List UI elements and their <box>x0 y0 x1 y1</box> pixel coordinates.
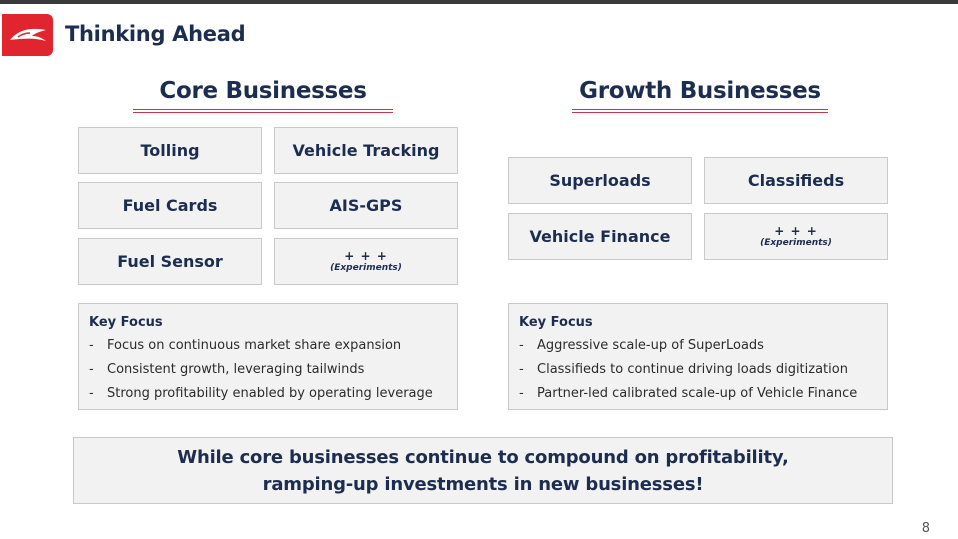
banner-line-1: While core businesses continue to compou… <box>177 446 789 468</box>
growth-heading: Growth Businesses <box>579 78 821 104</box>
core-key-focus: Key Focus -Focus on continuous market sh… <box>78 303 458 410</box>
growth-box-vehicle-finance: Vehicle Finance <box>508 213 692 260</box>
experiments-plus: + + + <box>344 249 388 263</box>
key-focus-title: Key Focus <box>89 315 163 330</box>
core-box-experiments: + + + (Experiments) <box>274 238 458 285</box>
core-box-fuel-cards: Fuel Cards <box>78 182 262 229</box>
list-item: -Aggressive scale-up of SuperLoads <box>519 338 764 353</box>
experiments-label: (Experiments) <box>330 263 402 273</box>
growth-key-focus: Key Focus -Aggressive scale-up of SuperL… <box>508 303 888 410</box>
key-focus-title: Key Focus <box>519 315 593 330</box>
summary-banner: While core businesses continue to compou… <box>73 437 893 504</box>
top-bar <box>0 0 958 4</box>
growth-box-experiments: + + + (Experiments) <box>704 213 888 260</box>
page-title: Thinking Ahead <box>65 22 246 46</box>
list-item: -Classifieds to continue driving loads d… <box>519 362 848 377</box>
list-item: -Consistent growth, leveraging tailwinds <box>89 362 365 377</box>
banner-line-2: ramping-up investments in new businesses… <box>262 473 704 495</box>
core-box-fuel-sensor: Fuel Sensor <box>78 238 262 285</box>
experiments-label: (Experiments) <box>760 238 832 248</box>
experiments-plus: + + + <box>774 224 818 238</box>
growth-heading-underline <box>572 109 828 113</box>
brand-logo-icon <box>2 14 53 56</box>
core-heading: Core Businesses <box>159 78 367 104</box>
page-number: 8 <box>921 521 930 536</box>
growth-box-classifieds: Classifieds <box>704 157 888 204</box>
core-box-vehicle-tracking: Vehicle Tracking <box>274 127 458 174</box>
list-item: -Partner-led calibrated scale-up of Vehi… <box>519 386 858 401</box>
core-heading-underline <box>133 109 393 113</box>
growth-box-superloads: Superloads <box>508 157 692 204</box>
core-box-ais-gps: AIS-GPS <box>274 182 458 229</box>
list-item: -Focus on continuous market share expans… <box>89 338 402 353</box>
list-item: -Strong profitability enabled by operati… <box>89 386 433 401</box>
core-box-tolling: Tolling <box>78 127 262 174</box>
